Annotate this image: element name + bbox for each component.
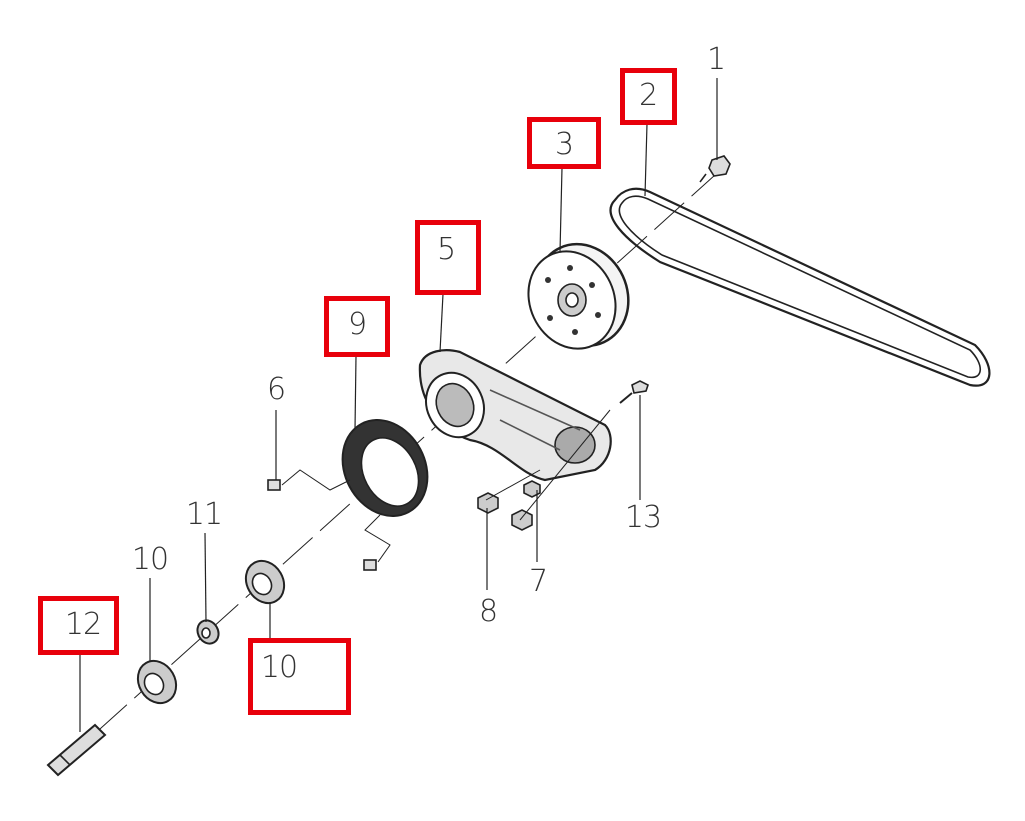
- callout-11: 11: [185, 497, 223, 532]
- bolt: [699, 155, 731, 183]
- callout-6: 6: [266, 372, 286, 407]
- callout-13: 13: [624, 500, 662, 535]
- screw: [267, 469, 391, 571]
- highlight-box-3: [527, 117, 601, 169]
- highlight-box-5: [415, 220, 481, 295]
- callout-5: 5: [436, 232, 456, 267]
- screw-13: [619, 380, 649, 404]
- callout-8: 8: [478, 594, 498, 629]
- callout-10-lower: 10: [260, 650, 298, 685]
- leader-lines: [79, 78, 718, 732]
- shaft: [46, 723, 107, 777]
- callout-10-upper: 10: [131, 542, 169, 577]
- belt: [609, 187, 991, 387]
- callout-12: 12: [64, 607, 102, 642]
- nut: [477, 409, 611, 531]
- highlight-box-10: [248, 638, 351, 715]
- gasket-ring: [341, 419, 429, 517]
- callout-7: 7: [528, 564, 548, 599]
- highlight-box-2: [620, 68, 677, 125]
- spacer: [196, 619, 220, 645]
- pulley: [527, 242, 630, 350]
- bearing: [136, 559, 286, 705]
- highlight-box-12: [38, 596, 119, 655]
- belt-cover: [418, 349, 612, 482]
- highlight-box-9: [324, 296, 390, 357]
- callout-1: 1: [706, 42, 726, 77]
- callout-3: 3: [554, 127, 574, 162]
- callout-9: 9: [347, 307, 367, 342]
- callout-2: 2: [638, 78, 658, 113]
